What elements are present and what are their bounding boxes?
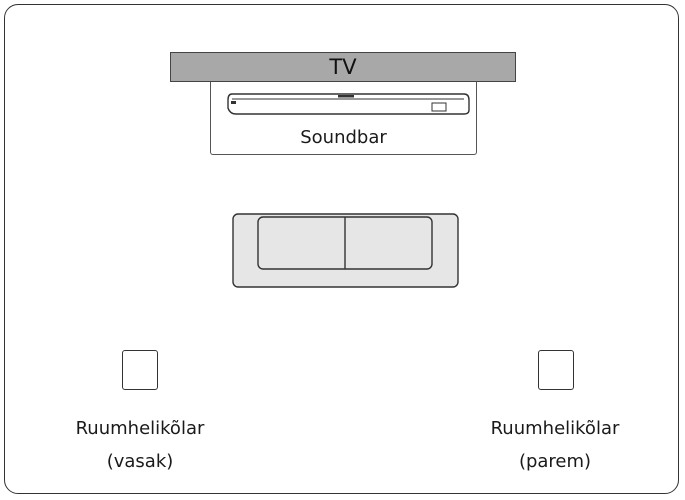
tv-bar: TV (170, 52, 516, 82)
left-speaker-side: (vasak) (106, 451, 174, 472)
left-speaker-icon (122, 350, 158, 390)
sofa-icon (232, 213, 459, 288)
right-speaker-label: Ruumhelikõlar (parem) (455, 412, 655, 478)
soundbar-label: Soundbar (300, 127, 387, 148)
tv-label: TV (329, 55, 357, 79)
soundbar-icon (227, 93, 470, 115)
right-speaker-icon (538, 350, 574, 390)
left-speaker-title: Ruumhelikõlar (75, 418, 205, 439)
right-speaker-side: (parem) (518, 451, 592, 472)
right-speaker-title: Ruumhelikõlar (490, 418, 620, 439)
left-speaker-label: Ruumhelikõlar (vasak) (40, 412, 240, 478)
